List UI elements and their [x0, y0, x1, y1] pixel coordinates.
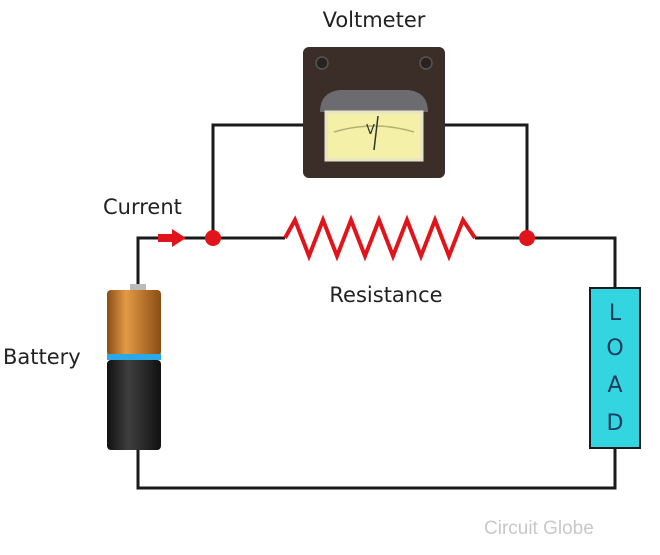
load-letter-o: O — [606, 336, 623, 361]
meter-symbol: V — [366, 123, 375, 138]
watermark: Circuit Globe — [484, 518, 594, 539]
resistance-label: Resistance — [329, 283, 442, 307]
load-letter-a: A — [607, 373, 622, 398]
top-left-meter-wire — [211, 123, 303, 238]
load-box: L O A D — [589, 287, 641, 449]
main-top-wire-left — [136, 236, 285, 292]
main-top-wire-right — [475, 236, 617, 290]
battery-icon — [107, 284, 161, 450]
resistor-zigzag — [283, 214, 477, 262]
voltmeter-label: Voltmeter — [323, 8, 426, 32]
top-right-meter-wire — [445, 123, 529, 238]
bottom-wire — [136, 448, 617, 490]
current-arrow-icon — [158, 229, 186, 247]
load-letter-l: L — [609, 301, 622, 326]
current-label: Current — [103, 195, 182, 219]
voltmeter-icon: V — [303, 47, 445, 178]
load-letter-d: D — [607, 411, 624, 436]
node-left — [205, 230, 221, 246]
battery-label: Battery — [3, 345, 81, 369]
node-right — [519, 230, 535, 246]
